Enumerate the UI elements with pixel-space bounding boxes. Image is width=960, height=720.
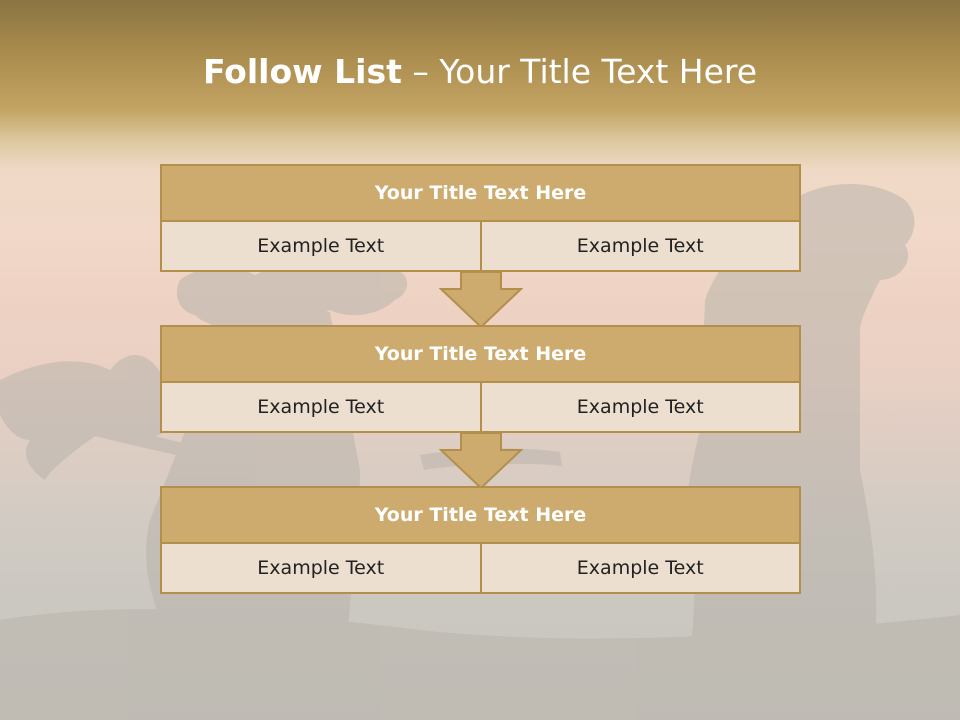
- slide-title: Follow List – Your Title Text Here: [0, 52, 960, 91]
- block-right-text: Example Text: [479, 383, 799, 431]
- block-title: Your Title Text Here: [162, 327, 799, 383]
- block-row: Example Text Example Text: [162, 544, 799, 592]
- block-title: Your Title Text Here: [162, 488, 799, 544]
- block-title: Your Title Text Here: [162, 166, 799, 222]
- block-left-text: Example Text: [162, 383, 480, 431]
- block-right-text: Example Text: [479, 544, 799, 592]
- down-arrow-icon: [439, 271, 523, 329]
- block-right-text: Example Text: [479, 222, 799, 270]
- list-block-3: Your Title Text Here Example Text Exampl…: [160, 486, 801, 594]
- block-left-text: Example Text: [162, 222, 480, 270]
- title-separator: –: [412, 52, 429, 91]
- title-rest: Your Title Text Here: [439, 52, 758, 91]
- down-arrow-icon: [439, 432, 523, 490]
- block-row: Example Text Example Text: [162, 222, 799, 270]
- block-left-text: Example Text: [162, 544, 480, 592]
- list-block-2: Your Title Text Here Example Text Exampl…: [160, 325, 801, 433]
- block-row: Example Text Example Text: [162, 383, 799, 431]
- list-block-1: Your Title Text Here Example Text Exampl…: [160, 164, 801, 272]
- title-strong: Follow List: [202, 52, 402, 91]
